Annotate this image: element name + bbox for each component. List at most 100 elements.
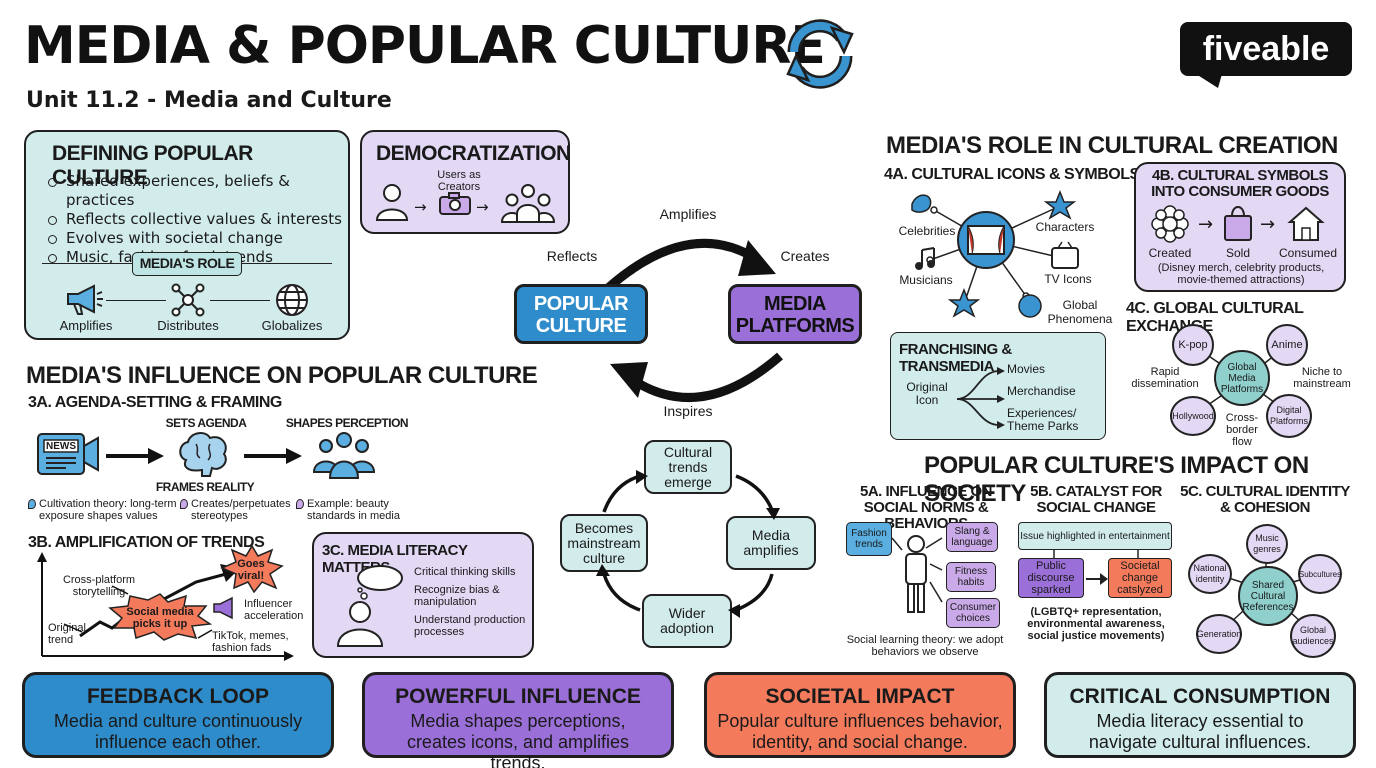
goes-viral-label: Goes viral! <box>237 558 265 582</box>
social-learning-note: Social learning theory: we adopt behavio… <box>846 634 1004 658</box>
tiktok-label: TikTok, memes, fashion fads <box>212 630 289 654</box>
section-3b-title: 3B. AMPLIFICATION OF TRENDS <box>28 534 265 551</box>
loop-wider-adoption: Wider adoption <box>642 594 732 648</box>
brand-logo-tail <box>1196 74 1222 88</box>
created-label: Created <box>1148 246 1192 260</box>
subcultures-node: Subcultures <box>1298 554 1342 594</box>
discourse-chip: Public discourse sparked <box>1018 558 1084 598</box>
musicians-label: Musicians <box>899 273 953 287</box>
celebrities-label: Celebrities <box>898 224 956 238</box>
popular-culture-node: POPULAR CULTURE <box>514 284 648 344</box>
globe-icon <box>276 284 308 316</box>
democratization-title: DEMOCRATIZATION <box>376 142 571 165</box>
original-trend-label: Original trend <box>48 622 86 646</box>
bottom-title: SOCIETAL IMPACT <box>765 685 955 708</box>
sets-agenda-label: SETS AGENDA <box>165 416 247 430</box>
cycle-creates-label: Creates <box>780 248 830 264</box>
cross-platform-label: Cross-platform storytelling <box>62 574 136 598</box>
critical-consumption-card: CRITICAL CONSUMPTION Media literacy esse… <box>1044 672 1356 758</box>
refresh-icon <box>786 19 854 89</box>
defining-bullets: Shared experiences, beliefs & practices … <box>46 172 348 267</box>
global-phenomena-label: Global Phenomena <box>1047 298 1113 326</box>
page-title: MEDIA & POPULAR CULTURE <box>24 16 826 76</box>
section-4c-title: 4C. GLOBAL CULTURAL EXCHANGE <box>1126 300 1304 335</box>
rapid-label: Rapid dissemination <box>1131 366 1199 390</box>
bottom-title: POWERFUL INFLUENCE <box>395 685 641 708</box>
users-as-creators: Users as Creators <box>437 169 481 193</box>
icons-hub <box>911 189 1079 318</box>
media-literacy-card: 3C. MEDIA LITERACY MATTERS Critical thin… <box>312 532 534 658</box>
social-burst-icon <box>108 593 213 641</box>
info-pin-icon <box>180 499 188 509</box>
digital-platforms-node: Digital Platforms <box>1266 394 1312 438</box>
section-3a-title: 3A. AGENDA-SETTING & FRAMING <box>28 394 282 411</box>
role-distributes: Distributes <box>157 318 219 333</box>
person-icon <box>905 535 927 613</box>
bottom-text: Popular culture influences behavior, ide… <box>717 711 1003 752</box>
anime-node: Anime <box>1266 324 1308 366</box>
societal-impact-card: SOCIETAL IMPACT Popular culture influenc… <box>704 672 1016 758</box>
norms-arrows <box>891 537 943 603</box>
house-icon <box>1287 206 1325 241</box>
info-pin-icon <box>296 499 304 509</box>
defining-bullet: Reflects collective values & interests <box>46 210 348 229</box>
consumer-goods-note: (Disney merch, celebrity products, movie… <box>1157 262 1325 286</box>
cycle-arrows <box>605 238 783 402</box>
bottom-text: Media shapes perceptions, creates icons,… <box>406 711 630 768</box>
slang-chip: Slang & language <box>946 522 998 552</box>
role-globalizes: Globalizes <box>261 318 323 333</box>
bottom-title: FEEDBACK LOOP <box>86 685 269 708</box>
bottom-text: Media and culture continuously influence… <box>53 711 303 752</box>
global-media-hub: Global Media Platforms <box>1214 350 1270 406</box>
loop-media-amplifies: Media amplifies <box>726 516 816 570</box>
fitness-chip: Fitness habits <box>946 562 996 592</box>
influencer-label: Influencer acceleration <box>244 598 304 622</box>
group-icon <box>500 184 556 223</box>
role-amplifies: Amplifies <box>59 318 113 333</box>
shopping-bag-icon <box>1224 206 1252 241</box>
network-icon <box>171 283 205 317</box>
cycle-reflects-label: Reflects <box>546 248 598 264</box>
experiences-label: Experiences/ Theme Parks <box>1007 406 1079 433</box>
thinking-person-icon <box>336 565 403 647</box>
social-media-label: Social media picks it up <box>126 606 194 630</box>
note-stereotypes: Creates/perpetuates stereotypes <box>180 498 292 522</box>
consumer-goods-card: 4B. CULTURAL SYMBOLS INTO CONSUMER GOODS… <box>1134 162 1346 292</box>
niche-label: Niche to mainstream <box>1293 366 1351 390</box>
franchise-branch <box>956 367 1005 429</box>
section-5b-title: 5B. CATALYST FOR SOCIAL CHANGE <box>1030 483 1162 516</box>
democratization-card: DEMOCRATIZATION Users as Creators → → <box>360 130 571 234</box>
influence-title: MEDIA'S INFLUENCE ON POPULAR CULTURE <box>26 362 538 389</box>
section-5c-title: 5C. CULTURAL IDENTITY & COHESION <box>1180 483 1350 516</box>
global-audiences-node: Global audiences <box>1290 614 1336 658</box>
megaphone-icon <box>67 284 103 315</box>
section-4b-title: 4B. CULTURAL SYMBOLS INTO CONSUMER GOODS <box>1151 167 1329 200</box>
creation-title: MEDIA'S ROLE IN CULTURAL CREATION <box>886 132 1338 159</box>
news-tv-icon <box>37 433 99 475</box>
cycle-amplifies-label: Amplifies <box>659 206 717 222</box>
camera-icon <box>439 192 471 215</box>
hollywood-node: Hollywood <box>1170 396 1216 436</box>
characters-label: Characters <box>1035 220 1095 234</box>
brain-icon <box>179 432 227 477</box>
page-subtitle: Unit 11.2 - Media and Culture <box>26 88 392 113</box>
consumed-label: Consumed <box>1278 246 1338 260</box>
audience-icon <box>312 432 376 479</box>
consumer-chip: Consumer choices <box>946 598 1000 628</box>
loop-cultural-trends: Cultural trends emerge <box>644 440 732 494</box>
info-pin-icon <box>28 499 36 509</box>
generation-node: Generation <box>1196 614 1242 654</box>
cross-border-label: Cross- border flow <box>1225 412 1259 448</box>
cycle-inspires-label: Inspires <box>663 403 713 419</box>
literacy-item: Recognize bias & manipulation <box>414 584 500 608</box>
powerful-influence-card: POWERFUL INFLUENCE Media shapes percepti… <box>362 672 674 768</box>
bottom-text: Media literacy essential to navigate cul… <box>1088 711 1312 752</box>
kpop-node: K-pop <box>1172 324 1214 366</box>
defining-card: DEFINING POPULAR CULTURE Shared experien… <box>24 130 350 340</box>
brand-logo: fiveable <box>1180 22 1352 76</box>
news-label: NEWS <box>46 441 76 452</box>
original-icon-label: Original Icon <box>906 380 948 407</box>
merchandise-label: Merchandise <box>1007 384 1076 398</box>
defining-bullet: Shared experiences, beliefs & practices <box>46 172 348 210</box>
megaphone-icon <box>213 596 233 620</box>
